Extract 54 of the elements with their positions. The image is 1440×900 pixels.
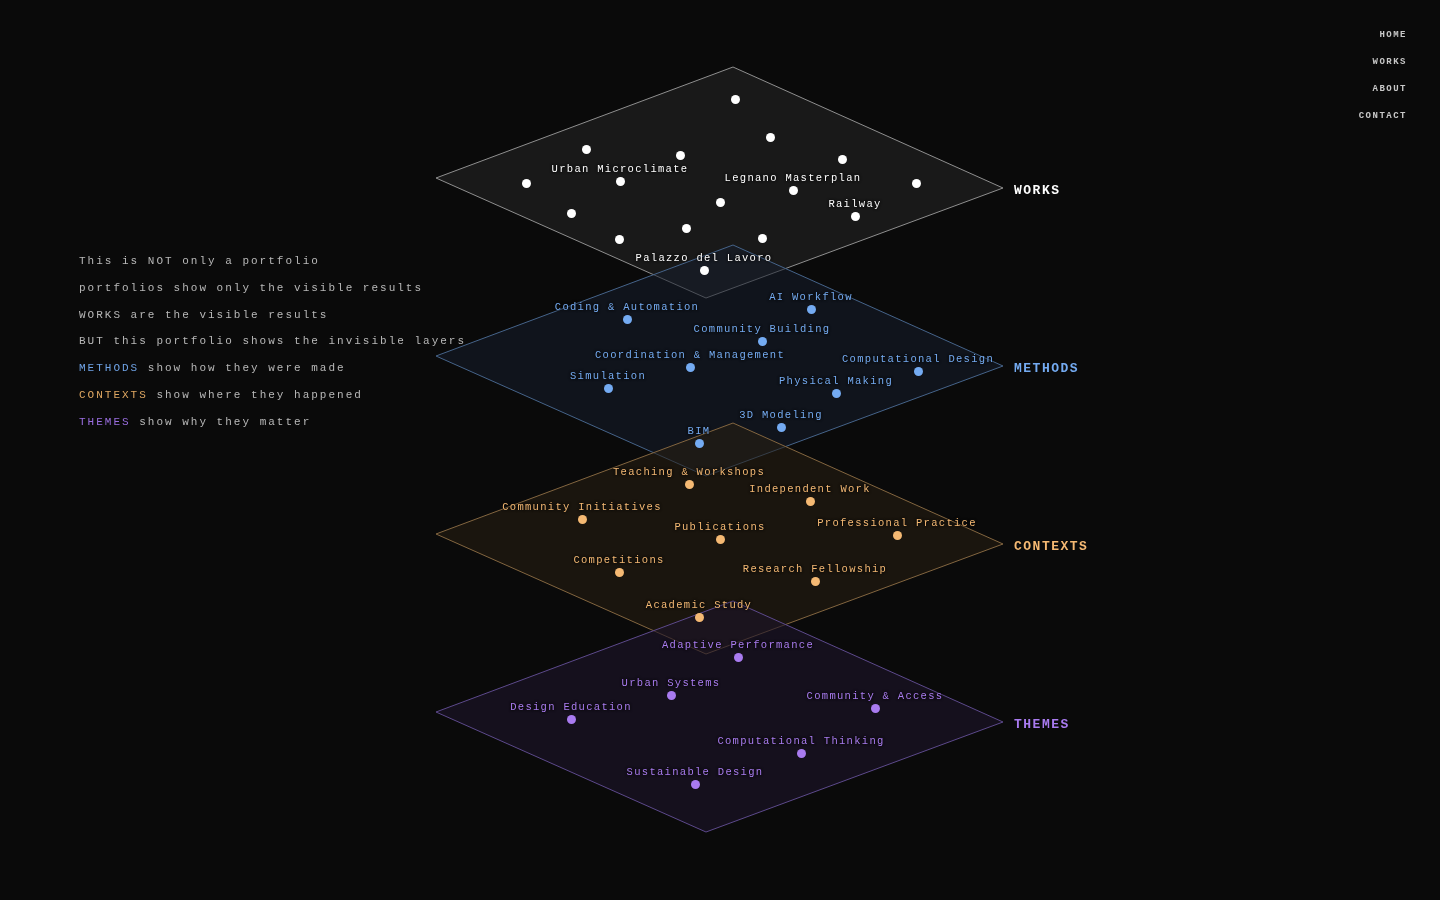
node-label: Physical Making (779, 375, 893, 387)
node-label: Simulation (570, 370, 646, 382)
node-label: Urban Systems (621, 677, 721, 689)
dot-marker (675, 150, 685, 160)
node-label: Professional Practice (817, 517, 977, 529)
node-label: Computational Thinking (717, 735, 885, 747)
node-label: Independent Work (749, 483, 871, 495)
node-label: Legnano Masterplan (724, 172, 862, 184)
node-label: Sustainable Design (626, 766, 764, 778)
intro-text: WORKS are the visible results (79, 308, 329, 322)
dot-marker (614, 234, 624, 244)
node-label: Coding & Automation (554, 301, 700, 313)
dot-marker (715, 197, 725, 207)
layer-title: WORKS (1014, 183, 1061, 198)
dot-marker (757, 233, 767, 243)
node-label: Competitions (573, 554, 665, 566)
dot-marker (730, 94, 740, 104)
intro-text: This is NOT only a portfolio (79, 254, 320, 268)
node-label: Teaching & Workshops (613, 466, 765, 478)
node-label: Palazzo del Lavoro (635, 252, 773, 264)
intro-text: CONTEXTS show where they happened (79, 388, 363, 402)
intro-text: portfolios show only the visible results (79, 281, 424, 295)
node-label: Publications (674, 521, 766, 533)
node-label: Academic Study (645, 599, 753, 611)
dot-marker (581, 144, 591, 154)
node-label: Adaptive Performance (662, 639, 814, 651)
nav-link: HOME (1379, 30, 1407, 40)
intro-text: THEMES show why they matter (79, 415, 312, 429)
dot-marker (765, 132, 775, 142)
intro-text: METHODS show how they were made (79, 361, 346, 375)
node-label: Design Education (510, 701, 632, 713)
node-label: Railway (828, 198, 882, 210)
node-label: Community Building (693, 323, 831, 335)
node-label: Community & Access (806, 690, 944, 702)
dot-marker (521, 178, 531, 188)
dot-marker (911, 178, 921, 188)
layer-title: THEMES (1014, 717, 1070, 732)
node-label: 3D Modeling (739, 409, 823, 421)
dot-marker (837, 154, 847, 164)
dot-marker (681, 223, 691, 233)
node-label: AI Workflow (769, 291, 853, 303)
node-label: Research Fellowship (742, 563, 888, 575)
nav-link: CONTACT (1358, 111, 1407, 121)
nav-link: WORKS (1372, 57, 1407, 67)
nav-link: ABOUT (1372, 84, 1407, 94)
layer-title: METHODS (1014, 361, 1080, 376)
node-label: Community Initiatives (502, 501, 662, 513)
node-label: Coordination & Management (595, 349, 785, 361)
layer-title: CONTEXTS (1014, 539, 1089, 554)
dot-marker (566, 208, 576, 218)
intro-text: BUT this portfolio shows the invisible layers (79, 334, 467, 348)
node-label: Urban Microclimate (551, 163, 689, 175)
node-label: Computational Design (842, 353, 994, 365)
node-label: BIM (687, 425, 711, 437)
